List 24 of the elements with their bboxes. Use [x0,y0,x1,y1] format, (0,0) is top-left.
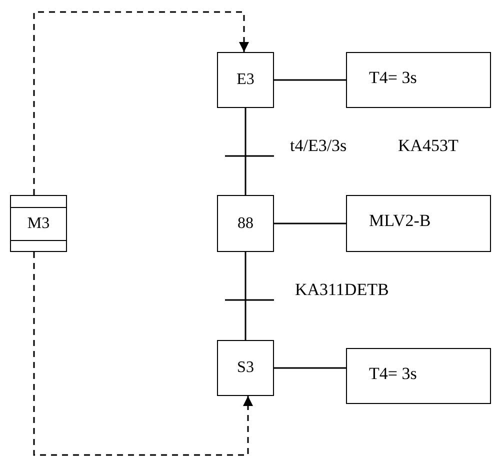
action-label: MLV2-B [369,210,431,232]
step-label: 88 [238,214,254,234]
action-label: T4= 3s [369,363,417,385]
step-label: S3 [237,358,254,378]
connector-line [244,108,246,195]
step-label: M3 [27,214,50,234]
step-label: E3 [236,70,254,90]
connector-line [274,79,346,81]
connector-line [244,252,246,340]
transition-condition: KA453T [398,135,458,157]
transition-condition: KA311DETB [295,279,389,301]
macro-step-box [10,195,67,252]
dashed-arrow [33,252,253,456]
action-label: T4= 3s [369,67,417,89]
step-box [217,195,274,252]
action-box [346,195,491,252]
step-box [217,340,274,396]
transition-condition: t4/E3/3s [290,135,347,157]
step-box [217,52,274,108]
action-box [346,52,491,108]
action-box [346,348,491,404]
connector-line [274,367,346,369]
dashed-arrow [33,11,249,195]
connector-line [274,222,346,224]
